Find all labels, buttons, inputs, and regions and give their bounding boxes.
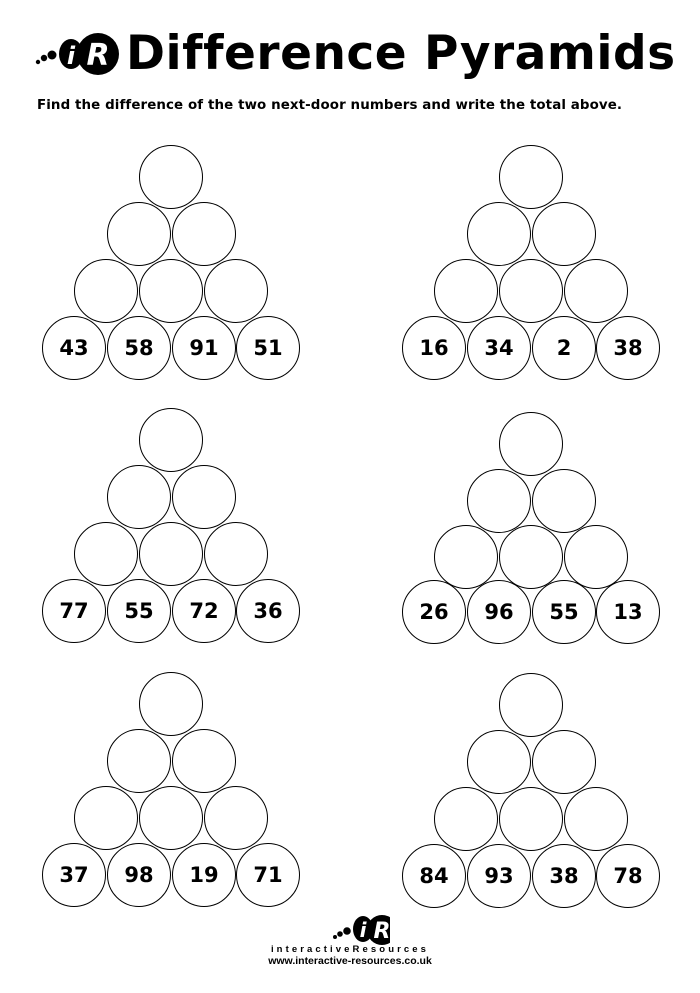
answer-circle[interactable]: [139, 672, 203, 736]
answer-circle[interactable]: [172, 729, 236, 793]
base-number-circle: 34: [467, 316, 531, 380]
base-number-circle: 55: [532, 580, 596, 644]
answer-circle[interactable]: [499, 673, 563, 737]
footer-brand: interactiveResources: [270, 944, 430, 955]
answer-circle[interactable]: [204, 786, 268, 850]
base-number-circle: 91: [172, 316, 236, 380]
instructions: Find the difference of the two next-door…: [37, 98, 623, 113]
answer-circle[interactable]: [532, 202, 596, 266]
base-number-circle: 77: [42, 579, 106, 643]
answer-circle[interactable]: [139, 145, 203, 209]
base-number-circle: 55: [107, 579, 171, 643]
answer-circle[interactable]: [139, 259, 203, 323]
base-number-circle: 84: [402, 844, 466, 908]
answer-circle[interactable]: [564, 787, 628, 851]
answer-circle[interactable]: [204, 522, 268, 586]
base-number-circle: 38: [532, 844, 596, 908]
answer-circle[interactable]: [172, 465, 236, 529]
answer-circle[interactable]: [74, 786, 138, 850]
answer-circle[interactable]: [467, 730, 531, 794]
base-number-circle: 71: [236, 843, 300, 907]
answer-circle[interactable]: [499, 259, 563, 323]
answer-circle[interactable]: [107, 465, 171, 529]
answer-circle[interactable]: [467, 469, 531, 533]
answer-circle[interactable]: [204, 259, 268, 323]
base-number-circle: 78: [596, 844, 660, 908]
answer-circle[interactable]: [532, 730, 596, 794]
answer-circle[interactable]: [434, 259, 498, 323]
answer-circle[interactable]: [434, 525, 498, 589]
answer-circle[interactable]: [499, 412, 563, 476]
answer-circle[interactable]: [139, 408, 203, 472]
answer-circle[interactable]: [172, 202, 236, 266]
answer-circle[interactable]: [564, 259, 628, 323]
answer-circle[interactable]: [107, 729, 171, 793]
base-number-circle: 26: [402, 580, 466, 644]
base-number-circle: 51: [236, 316, 300, 380]
base-number-circle: 36: [236, 579, 300, 643]
svg-text:R: R: [86, 38, 109, 73]
base-number-circle: 16: [402, 316, 466, 380]
answer-circle[interactable]: [499, 787, 563, 851]
interactive-resources-logo: i R: [35, 33, 119, 75]
svg-text:i: i: [67, 42, 76, 70]
page-title: Difference Pyramids: [126, 26, 676, 81]
base-number-circle: 38: [596, 316, 660, 380]
footer-url[interactable]: www.interactive-resources.co.uk: [268, 955, 432, 967]
footer-logo-icon: i R: [333, 915, 390, 945]
answer-circle[interactable]: [74, 259, 138, 323]
base-number-circle: 58: [107, 316, 171, 380]
base-number-circle: 43: [42, 316, 106, 380]
base-number-circle: 96: [467, 580, 531, 644]
base-number-circle: 93: [467, 844, 531, 908]
answer-circle[interactable]: [532, 469, 596, 533]
answer-circle[interactable]: [107, 202, 171, 266]
base-number-circle: 37: [42, 843, 106, 907]
answer-circle[interactable]: [139, 786, 203, 850]
answer-circle[interactable]: [434, 787, 498, 851]
base-number-circle: 98: [107, 843, 171, 907]
answer-circle[interactable]: [467, 202, 531, 266]
base-number-circle: 19: [172, 843, 236, 907]
answer-circle[interactable]: [499, 525, 563, 589]
base-number-circle: 2: [532, 316, 596, 380]
svg-text:i: i: [360, 918, 368, 942]
base-number-circle: 13: [596, 580, 660, 644]
answer-circle[interactable]: [499, 145, 563, 209]
answer-circle[interactable]: [564, 525, 628, 589]
answer-circle[interactable]: [74, 522, 138, 586]
svg-text:R: R: [374, 919, 390, 944]
answer-circle[interactable]: [139, 522, 203, 586]
base-number-circle: 72: [172, 579, 236, 643]
